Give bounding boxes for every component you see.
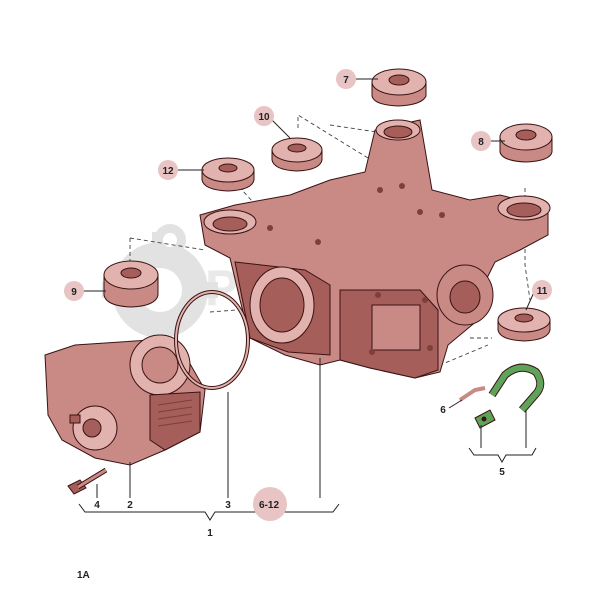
callout-5-label: 5 [499,467,505,478]
breather-hose [488,363,545,413]
callout-6-label: 6 [440,405,446,416]
callout-9-label: 9 [71,287,77,298]
callout-6-12-label: 6-12 [259,500,279,511]
callout-5: 5 [499,467,505,478]
callout-4-label: 4 [94,500,100,511]
callout-4: 4 [94,500,100,511]
callout-11-label: 11 [537,286,548,297]
callout-7: 7 [336,69,356,89]
callout-12: 12 [158,160,178,180]
callout-1-label: 1 [207,528,213,539]
clamp [474,409,496,429]
mount-8 [499,123,553,163]
callout-12-label: 12 [162,166,174,177]
callout-1: 1 [207,528,213,539]
callout-11: 11 [532,280,552,300]
small-gear-icon [154,224,186,256]
callout-6-12: 6-12 [253,487,287,521]
figure-label: 1A [77,570,90,581]
callout-10: 10 [254,106,274,126]
callout-10-label: 10 [258,112,270,123]
o-ring [174,290,250,390]
mount-12 [201,157,255,192]
hose-fitting [458,386,486,402]
leader-lines [78,78,537,521]
mount-7 [371,68,427,107]
callout-3-label: 3 [225,500,231,511]
callout-8: 8 [471,131,491,151]
mount-9 [103,260,159,308]
callout-9: 9 [64,281,84,301]
haldex-unit [44,334,206,466]
mount-10 [271,137,323,172]
mount-11 [497,307,551,342]
callout-6: 6 [440,405,446,416]
callout-2: 2 [127,500,133,511]
bolt [67,467,108,495]
callout-7-label: 7 [343,75,349,86]
callout-3: 3 [225,500,231,511]
differential-housing [199,119,551,379]
callout-8-label: 8 [478,137,484,148]
callout-2-label: 2 [127,500,133,511]
